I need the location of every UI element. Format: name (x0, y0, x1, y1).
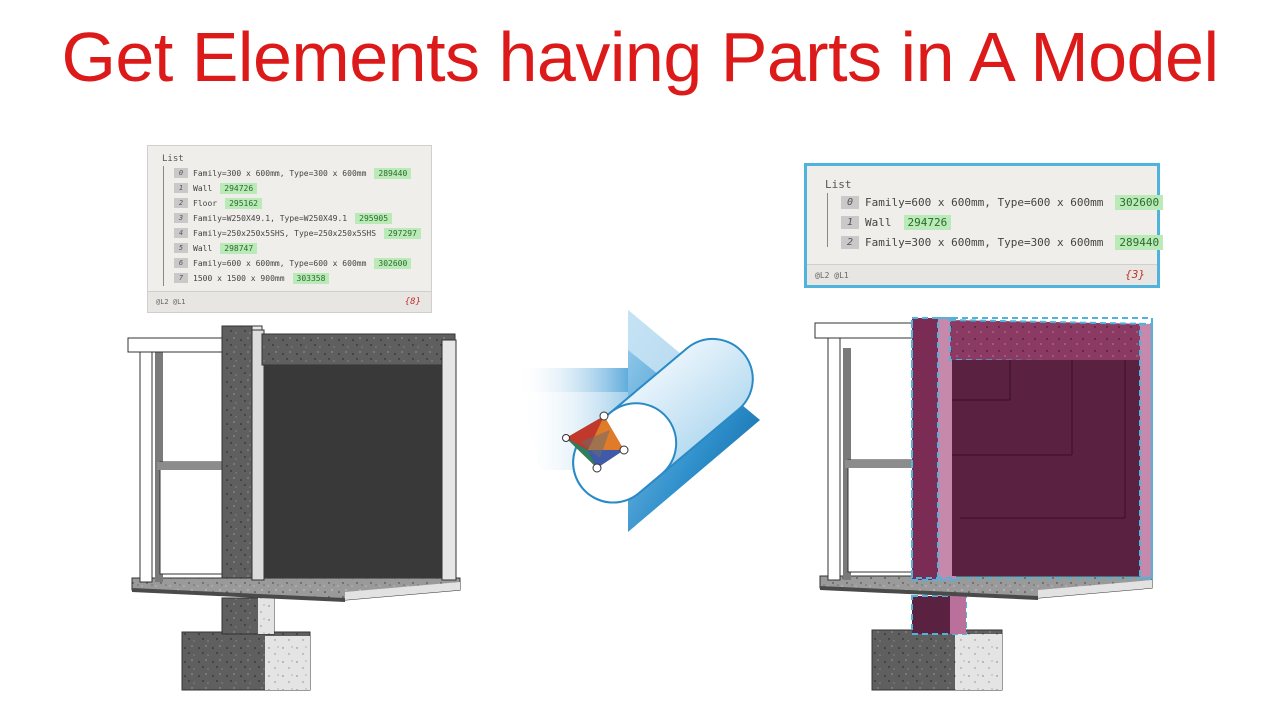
list-label: List (825, 178, 852, 191)
list-item[interactable]: 6 Family=600 x 600mm, Type=600 x 600mm 302… (174, 256, 412, 270)
item-text: Family=300 x 600mm, Type=300 x 600mm (865, 235, 1104, 249)
list-item[interactable]: 7 1500 x 1500 x 900mm 303358 (174, 271, 330, 285)
item-text: Floor (193, 198, 218, 208)
watch-node-left[interactable]: List 0 Family=300 x 600mm, Type=300 x 600… (147, 145, 432, 313)
building-model-right (814, 317, 1153, 691)
item-text: Wall (193, 243, 213, 253)
item-index: 5 (174, 243, 188, 253)
list-tree-line (163, 166, 164, 286)
element-id[interactable]: 303358 (292, 272, 330, 284)
right-arrow-icon (515, 310, 760, 532)
item-index: 6 (174, 258, 188, 268)
list-item[interactable]: 5 Wall 298747 (174, 241, 258, 255)
list-item[interactable]: 3 Family=W250X49.1, Type=W250X49.1 295905 (174, 211, 393, 225)
item-index: 0 (174, 168, 188, 178)
list-item[interactable]: 2 Floor 295162 (174, 196, 262, 210)
item-text: 1500 x 1500 x 900mm (193, 273, 285, 283)
building-model-left (127, 325, 461, 691)
element-id[interactable]: 297297 (384, 227, 421, 239)
item-text: Wall (865, 215, 892, 229)
list-item[interactable]: 1 Wall 294726 (841, 213, 952, 231)
list-item[interactable]: 4 Family=250x250x5SHS, Type=250x250x5SHS 2… (174, 226, 421, 240)
item-index: 2 (841, 235, 859, 249)
list-item[interactable]: 1 Wall 294726 (174, 181, 258, 195)
list-item[interactable]: 2 Family=300 x 600mm, Type=300 x 600mm 289… (841, 233, 1164, 251)
element-id[interactable]: 294726 (220, 182, 258, 194)
item-text: Family=600 x 600mm, Type=600 x 600mm (865, 195, 1104, 209)
item-index: 7 (174, 273, 188, 283)
list-item[interactable]: 0 Family=600 x 600mm, Type=600 x 600mm 302… (841, 193, 1164, 211)
element-id[interactable]: 294726 (903, 214, 952, 230)
item-index: 2 (174, 198, 188, 208)
list-label: List (162, 154, 184, 164)
item-count: {8} (404, 297, 421, 307)
element-id[interactable]: 289440 (1115, 234, 1164, 250)
dynamo-logo-icon (562, 411, 629, 473)
list-item[interactable]: 0 Family=300 x 600mm, Type=300 x 600mm 289… (174, 166, 412, 180)
list-levels[interactable]: @L2 @L1 (156, 298, 186, 306)
item-text: Family=250x250x5SHS, Type=250x250x5SHS (193, 228, 377, 238)
item-index: 3 (174, 213, 188, 223)
element-id[interactable]: 295162 (225, 197, 262, 209)
watch-node-right[interactable]: List 0 Family=600 x 600mm, Type=600 x 600… (804, 163, 1164, 288)
item-index: 1 (841, 215, 859, 229)
item-index: 4 (174, 228, 188, 238)
element-id[interactable]: 302600 (1115, 194, 1164, 210)
item-count: {3} (1125, 268, 1145, 281)
element-id[interactable]: 302600 (374, 257, 412, 269)
element-id[interactable]: 295905 (355, 212, 393, 224)
item-text: Wall (193, 183, 213, 193)
item-text: Family=600 x 600mm, Type=600 x 600mm (193, 258, 367, 268)
item-text: Family=300 x 600mm, Type=300 x 600mm (193, 168, 367, 178)
item-index: 0 (841, 195, 859, 209)
element-id[interactable]: 298747 (220, 242, 258, 254)
watch-footer (148, 291, 431, 312)
item-index: 1 (174, 183, 188, 193)
list-levels[interactable]: @L2 @L1 (815, 271, 849, 280)
list-tree-line (827, 193, 828, 247)
watch-footer (807, 264, 1157, 285)
page-title: Get Elements having Parts in A Model (61, 18, 1219, 96)
element-id[interactable]: 289440 (374, 167, 412, 179)
item-text: Family=W250X49.1, Type=W250X49.1 (193, 213, 348, 223)
